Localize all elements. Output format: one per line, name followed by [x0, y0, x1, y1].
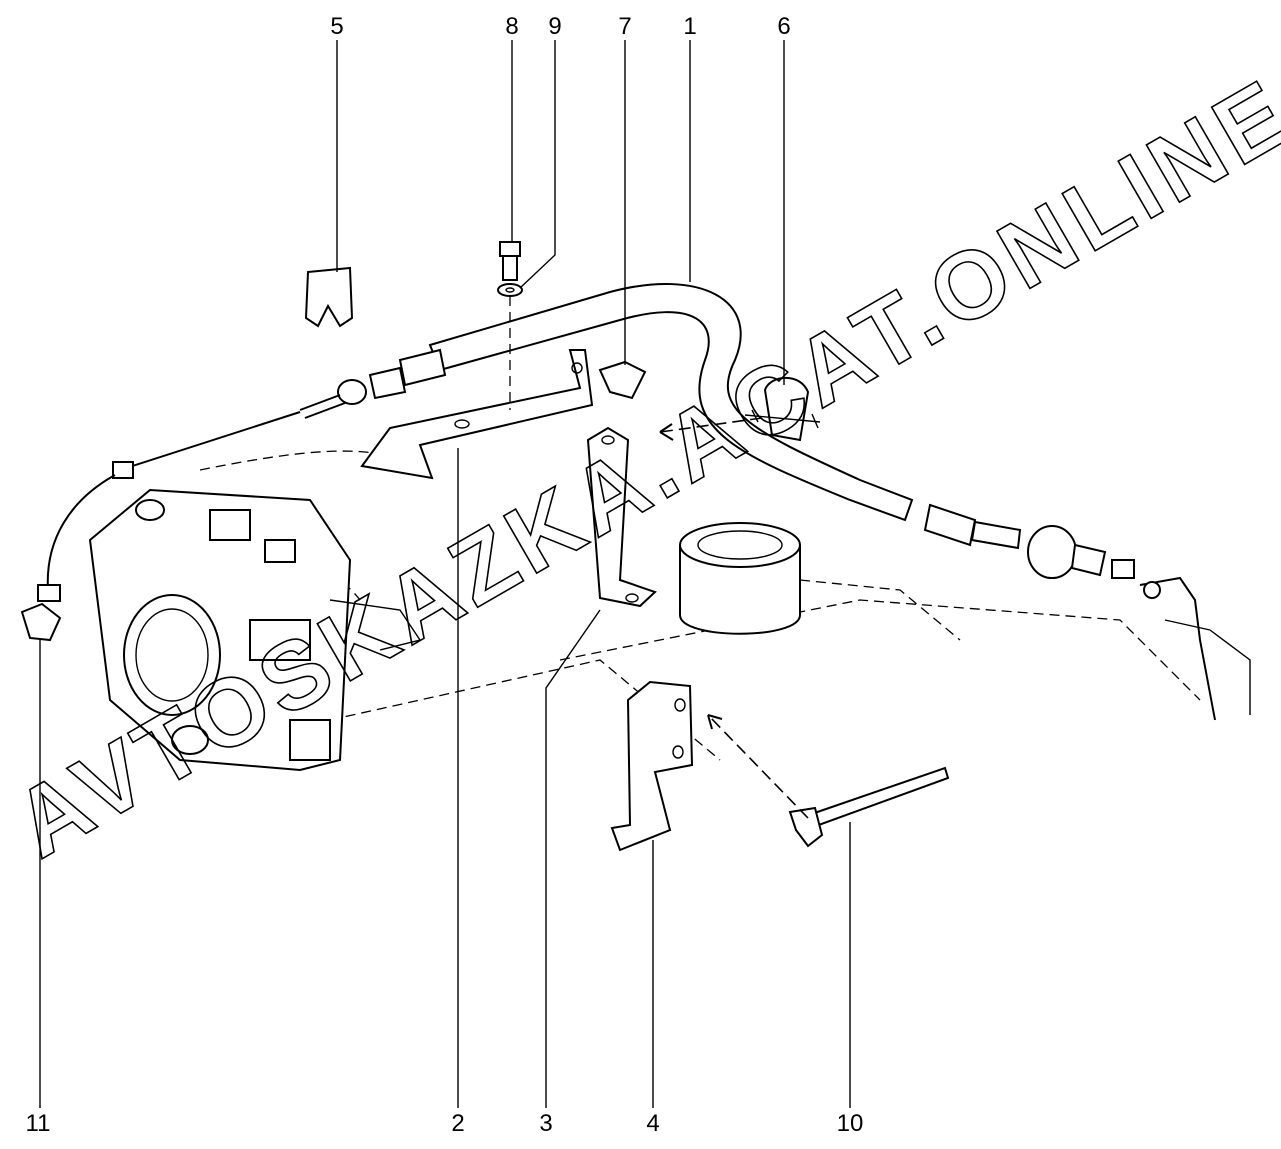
leader-lines [39, 40, 851, 1108]
bolt-8 [499, 241, 521, 281]
callout-4: 4 [646, 1110, 659, 1137]
callout-2: 2 [451, 1110, 464, 1137]
callout-8: 8 [505, 13, 518, 40]
callout-5: 5 [330, 13, 343, 40]
callout-10: 10 [837, 1110, 864, 1137]
clip-5 [304, 266, 354, 328]
cable-tie-10 [788, 766, 950, 848]
bracket-3 [586, 426, 657, 608]
clamp-6 [744, 376, 821, 442]
callout-1: 1 [683, 13, 696, 40]
intake-cylinder [679, 522, 801, 635]
bracket-2 [360, 349, 594, 480]
assembly-guides [509, 296, 809, 819]
clip-11 [20, 602, 62, 642]
callout-9: 9 [548, 13, 561, 40]
callout-6: 6 [777, 13, 790, 40]
callout-7: 7 [618, 13, 631, 40]
bracket-4 [610, 680, 694, 852]
washer-9 [497, 283, 523, 297]
callout-3: 3 [539, 1110, 552, 1137]
clip-7 [598, 360, 647, 400]
throttle-body [88, 488, 422, 772]
callout-11: 11 [26, 1110, 51, 1137]
callout-labels: 5 8 9 7 1 6 11 2 3 4 10 [26, 13, 864, 1137]
accelerator-cable [37, 283, 1251, 721]
